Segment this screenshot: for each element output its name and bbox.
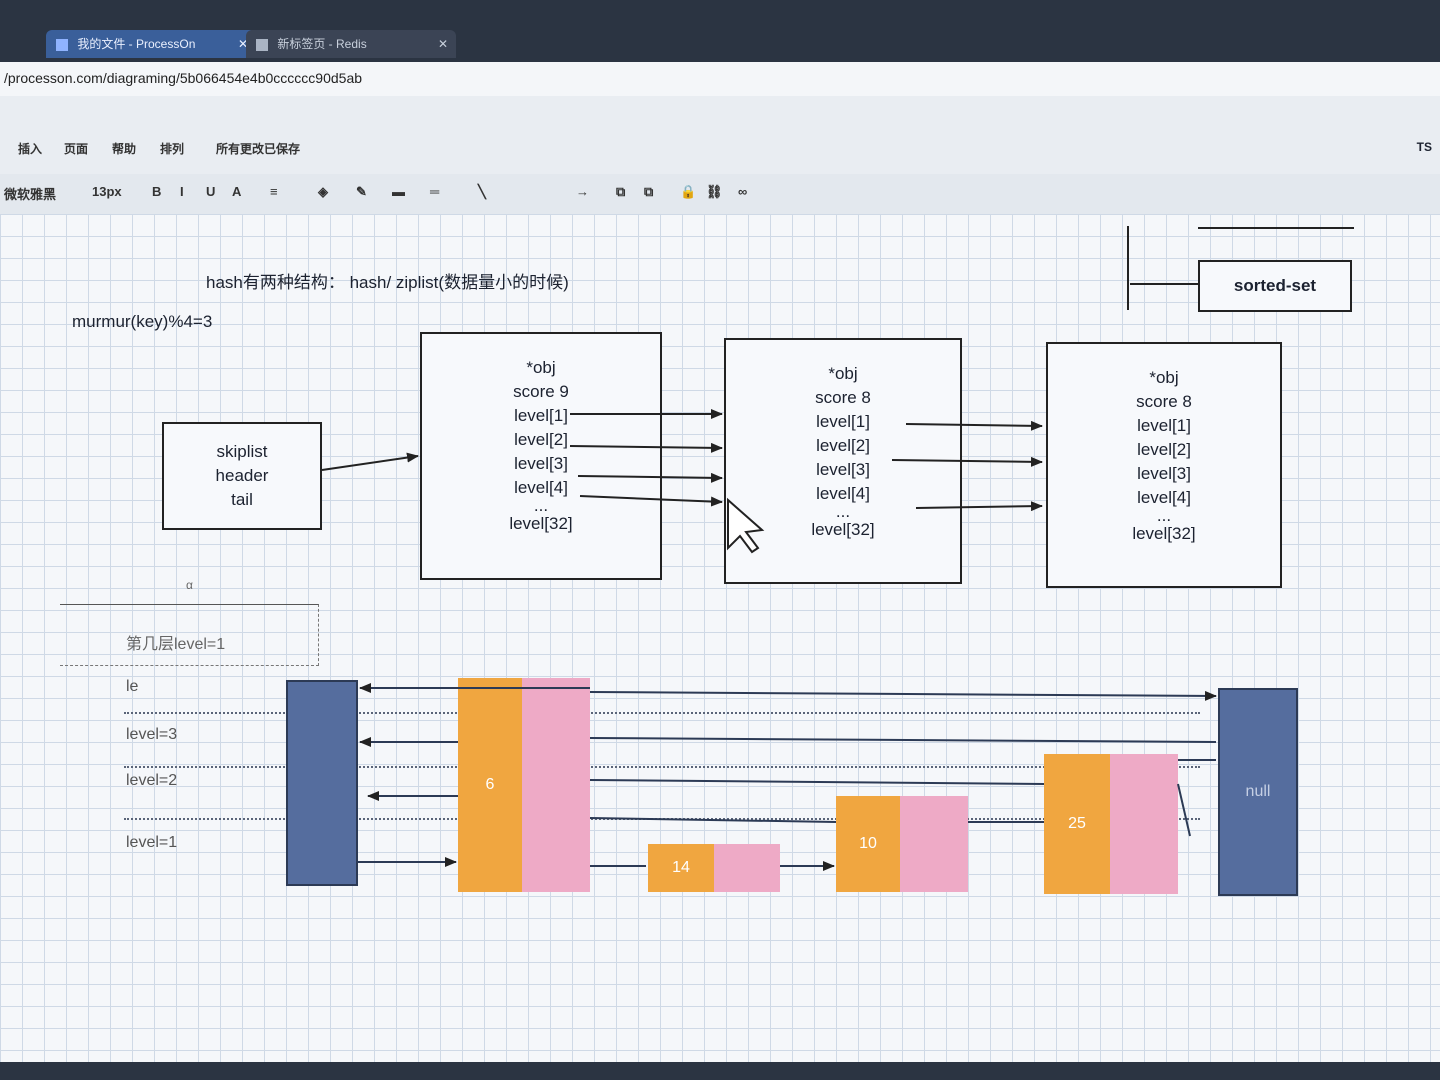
font-color-button[interactable]: A: [232, 184, 242, 199]
node-line: level[32]: [1132, 524, 1196, 543]
node-line: level[3]: [514, 454, 568, 473]
node-line: *obj: [828, 364, 858, 383]
node-line: ...: [533, 496, 549, 515]
node-line: level[2]: [514, 430, 568, 449]
node-line: level[4]: [1137, 488, 1191, 507]
header-line: skiplist: [216, 442, 268, 461]
level-label: level=3: [126, 726, 178, 743]
fill-icon[interactable]: ◈: [318, 184, 328, 199]
menu-arrange[interactable]: 排列: [160, 142, 185, 156]
node-line: score 8: [815, 388, 871, 407]
murmur-note[interactable]: murmur(key)%4=3: [72, 312, 213, 331]
node-line: level[2]: [1137, 440, 1191, 459]
text-edit-frame[interactable]: [60, 604, 319, 666]
level-label: le: [126, 678, 139, 695]
save-status: 所有更改已保存: [216, 142, 301, 156]
close-icon[interactable]: ✕: [437, 37, 448, 51]
url-text[interactable]: /processon.com/diagraming/5b066454e4b0cc…: [4, 70, 363, 86]
node-10-pointers[interactable]: [900, 796, 968, 892]
node-25-pointers[interactable]: [1110, 754, 1178, 894]
address-bar[interactable]: /processon.com/diagraming/5b066454e4b0cc…: [0, 62, 1440, 97]
page-icon: [256, 38, 268, 51]
tab-processon[interactable]: 我的文件 - ProcessOn ✕: [46, 30, 256, 58]
italic-button[interactable]: I: [180, 184, 184, 199]
menu-bar: 插入 页面 帮助 排列 所有更改已保存 TS: [0, 96, 1440, 174]
font-select[interactable]: 微软雅黑: [4, 187, 57, 202]
menu-page[interactable]: 页面: [64, 142, 89, 156]
processon-icon: [56, 38, 68, 51]
node-line: ...: [1156, 506, 1172, 525]
node-line: score 8: [1136, 392, 1192, 411]
node-line: level[1]: [514, 406, 568, 425]
node-line: ...: [835, 502, 851, 521]
format-toolbar: 微软雅黑 13px B I U A ≡ ◈ ✎ ▬ ═ ╲ → ⧉ ⧉ 🔒 ⛓ …: [0, 174, 1440, 215]
menu-help[interactable]: 帮助: [112, 142, 137, 156]
bold-button[interactable]: B: [152, 184, 162, 199]
close-icon[interactable]: ✕: [237, 37, 248, 51]
node-10-score[interactable]: 10: [836, 796, 900, 892]
front-icon[interactable]: ⧉: [616, 184, 626, 199]
link-icon[interactable]: ∞: [738, 184, 748, 199]
node-line: level[3]: [1137, 464, 1191, 483]
node-line: *obj: [1149, 368, 1179, 387]
line-style-icon[interactable]: ═: [430, 184, 440, 199]
lock-icon[interactable]: 🔒: [680, 184, 697, 199]
node-line: level[32]: [811, 520, 875, 539]
underline-button[interactable]: U: [206, 184, 216, 199]
node-14-score[interactable]: 14: [648, 844, 714, 892]
browser-tabbar: 我的文件 - ProcessOn ✕ 新标签页 - Redis ✕: [0, 0, 1440, 62]
line-width-icon[interactable]: ▬: [392, 184, 405, 199]
back-icon[interactable]: ⧉: [644, 184, 654, 199]
tab-label: 我的文件 - ProcessOn: [77, 37, 196, 51]
header-line: tail: [231, 490, 253, 509]
line-color-icon[interactable]: ✎: [356, 184, 367, 199]
hash-note[interactable]: hash有两种结构： hash/ ziplist(数据量小的时候): [206, 273, 569, 292]
level-edit-text[interactable]: 第几层level=1: [126, 636, 226, 653]
node-line: score 9: [513, 382, 569, 401]
node-line: level[4]: [514, 478, 568, 497]
null-block[interactable]: null: [1218, 688, 1298, 896]
level-divider: [124, 712, 1200, 714]
taskbar: [0, 1062, 1440, 1080]
node-line: level[2]: [816, 436, 870, 455]
node-6-score[interactable]: 6: [458, 678, 522, 892]
node-6-pointers[interactable]: [522, 678, 590, 892]
header-line: header: [215, 466, 269, 485]
level-divider: [124, 766, 1200, 768]
node-line: level[4]: [816, 484, 870, 503]
skiplist-node-3[interactable]: *obj score 8 level[1] level[2] level[3] …: [1046, 342, 1282, 588]
menu-right[interactable]: TS: [1416, 140, 1432, 154]
node-line: level[1]: [1137, 416, 1191, 435]
node-line: level[3]: [816, 460, 870, 479]
align-button[interactable]: ≡: [270, 184, 278, 199]
tab-redis[interactable]: 新标签页 - Redis ✕: [246, 30, 456, 58]
head-block[interactable]: [286, 680, 358, 886]
skiplist-header-box[interactable]: skiplist header tail: [162, 422, 322, 530]
node-line: *obj: [526, 358, 556, 377]
skiplist-node-1[interactable]: *obj score 9 level[1] level[2] level[3] …: [420, 332, 662, 580]
skiplist-node-2[interactable]: *obj score 8 level[1] level[2] level[3] …: [724, 338, 962, 584]
sorted-set-box[interactable]: sorted-set: [1198, 260, 1352, 312]
font-size-select[interactable]: 13px: [92, 184, 122, 199]
group-icon[interactable]: ⛓: [706, 184, 723, 199]
node-line: level[1]: [816, 412, 870, 431]
node-25-score[interactable]: 25: [1044, 754, 1110, 894]
node-line: level[32]: [509, 514, 573, 533]
level-label: level=2: [126, 772, 178, 789]
connector-icon[interactable]: ╲: [478, 184, 486, 199]
level-label: level=1: [126, 834, 178, 851]
arrow-style-icon[interactable]: →: [576, 184, 589, 199]
tab-label: 新标签页 - Redis: [277, 37, 367, 51]
node-14-pointers[interactable]: [714, 844, 780, 892]
menu-insert[interactable]: 插入: [18, 142, 43, 156]
stray-mark: α: [186, 578, 193, 592]
